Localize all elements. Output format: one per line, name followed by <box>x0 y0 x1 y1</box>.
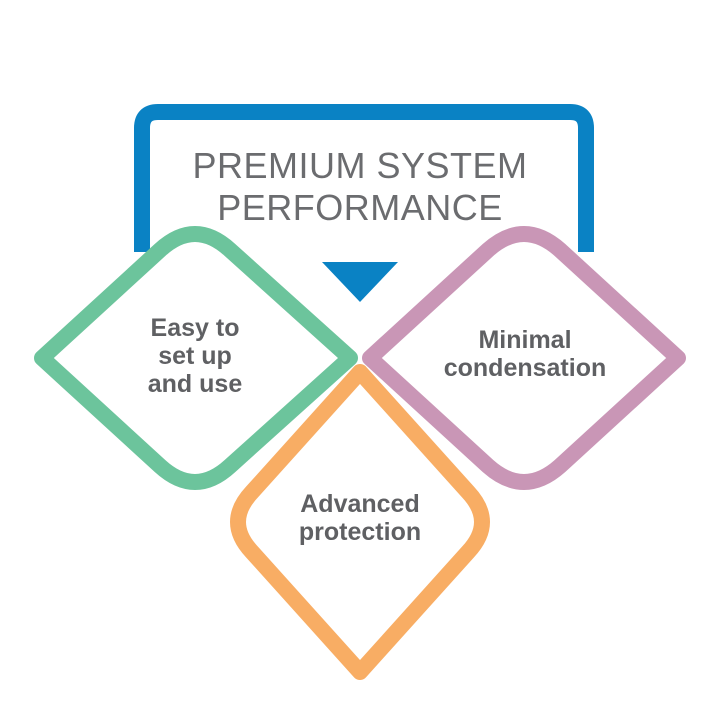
feature-shape-minimal <box>362 226 686 490</box>
feature-easy-line-2: set up <box>158 342 232 370</box>
feature-label-easy: Easy to set up and use <box>115 314 275 398</box>
diagram-title: PREMIUM SYSTEM PERFORMANCE <box>150 145 570 229</box>
title-line-2: PERFORMANCE <box>217 186 503 228</box>
header-arrow <box>322 262 398 302</box>
feature-easy-line-1: Easy to <box>150 314 240 342</box>
feature-shape-easy <box>34 226 358 490</box>
feature-easy-line-3: and use <box>147 370 243 398</box>
header-frame <box>134 104 594 252</box>
feature-minimal-line-1: Minimal <box>478 326 572 354</box>
feature-label-minimal: Minimal condensation <box>420 326 630 382</box>
feature-advanced-line-2: protection <box>298 518 422 546</box>
feature-minimal-line-2: condensation <box>443 354 607 382</box>
feature-label-advanced: Advanced protection <box>270 490 450 546</box>
feature-shape-advanced <box>230 364 490 680</box>
title-line-1: PREMIUM SYSTEM <box>192 145 528 186</box>
feature-advanced-line-1: Advanced <box>300 490 420 518</box>
